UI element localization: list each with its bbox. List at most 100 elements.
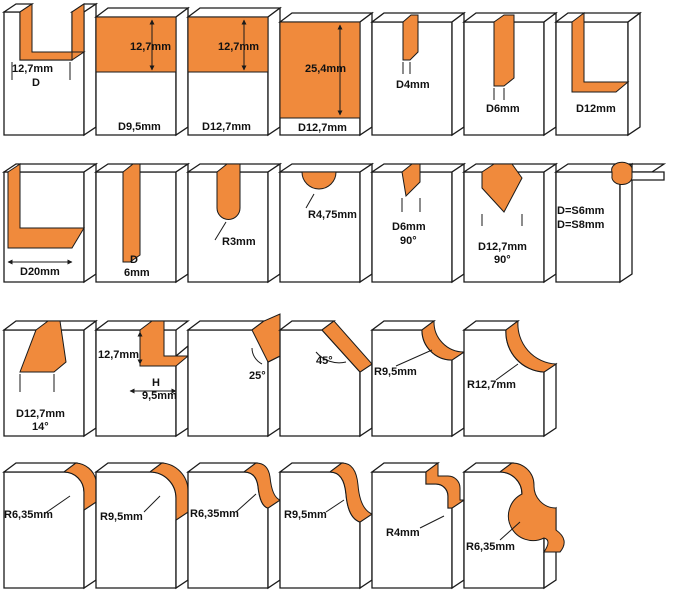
dim-label: 14° [32, 421, 49, 433]
leader-line [143, 495, 161, 513]
cut-face [216, 163, 241, 220]
dim-label: D12,7mm [478, 241, 527, 253]
dim-label: D [32, 77, 40, 89]
cut-face [122, 163, 141, 263]
leader-line [395, 349, 433, 367]
dim-label: D6mm [486, 103, 520, 115]
leader-line [305, 193, 315, 209]
dim-label: R9,5mm [100, 511, 143, 523]
leader-line [43, 495, 71, 515]
block-side [451, 162, 465, 284]
cut-face [481, 163, 523, 213]
dim-label: D=S6mm [557, 205, 605, 217]
profile-rebate-12: D12mm [554, 11, 642, 137]
cut-face [62, 462, 97, 511]
block-side [267, 162, 281, 284]
dim-label: 90° [494, 254, 511, 266]
dim-label: D20mm [20, 266, 60, 278]
dim-label: H [152, 377, 160, 389]
dim-label: R9,5mm [284, 509, 327, 521]
block-side [175, 6, 189, 137]
profile-cove-12-7: R12,7mm [462, 319, 558, 438]
dim-label: R12,7mm [467, 379, 516, 391]
block-side [451, 498, 465, 590]
cut-face [19, 3, 86, 61]
leader-line [419, 515, 445, 529]
leader-line [214, 221, 227, 241]
profile-ogee-6-35: R6,35mm [186, 462, 282, 590]
block-side [175, 510, 189, 590]
dim-label: 12,7mm [98, 349, 139, 361]
block-top [554, 12, 642, 23]
block-side [359, 362, 373, 438]
dim-label: 12,7mm [12, 63, 53, 75]
block-top [277, 163, 375, 173]
dim-label: D12,7mm [298, 122, 347, 134]
cut-face [611, 161, 633, 186]
profile-roundover-9-5: R9,5mm [94, 462, 189, 590]
dim-label: D=S8mm [557, 219, 605, 231]
leader-line [499, 521, 521, 541]
block-outline [3, 471, 85, 589]
profile-cove-9-5: R9,5mm [370, 319, 466, 438]
angle-arc [315, 351, 347, 364]
cut-face [498, 462, 565, 553]
block-top [278, 12, 374, 23]
profile-groove-6: D6mm [462, 11, 558, 137]
leader-line [235, 493, 257, 513]
row-2: D20mm D 6mm R3mm R4,75mm [1, 161, 667, 284]
block-top [186, 320, 266, 331]
leader-line [495, 363, 519, 381]
block-side [543, 11, 557, 137]
row-3: D12,7mm 14° 12,7mm H 9,5mm 25° [2, 313, 558, 438]
profile-dovetail-14: D12,7mm 14° [2, 319, 98, 438]
block-side [359, 162, 373, 284]
block-side [83, 162, 97, 284]
row-4: R6,35mm R9,5mm R6,35mm R9,5mm [2, 462, 565, 590]
dim-label: R3mm [222, 236, 256, 248]
block-side [359, 512, 373, 590]
profile-bead-4: R4mm [370, 462, 466, 590]
dim-label: 90° [400, 235, 417, 247]
leader-line [325, 499, 345, 513]
block-outline [187, 329, 269, 437]
dim-label: D12mm [576, 103, 616, 115]
cut-face [187, 16, 269, 73]
profile-chamfer-45: 45° [278, 320, 373, 438]
block-side [451, 350, 465, 438]
block-side [83, 500, 97, 590]
profile-vgroove-6: D6mm 90° [369, 162, 467, 284]
row-1: 12,7mm D 12,7mm D9,5mm 12,7mm D12,7mm [1, 2, 642, 137]
block-side [543, 162, 557, 284]
profile-slot-cutter: D=S6mm D=S8mm [553, 161, 667, 284]
dim-label: D4mm [396, 79, 430, 91]
dim-label: 25° [249, 370, 266, 382]
block-side [267, 498, 281, 590]
block-outline [187, 471, 269, 589]
profile-rebate-9-5: 12,7mm D9,5mm [94, 6, 190, 137]
dim-label: R4mm [386, 527, 420, 539]
cut-face [7, 163, 85, 249]
profile-rebate-12-7: 12,7mm D12,7mm [186, 6, 282, 137]
cut-face [571, 12, 630, 93]
block-side [451, 11, 465, 137]
profile-groove-d-6: D 6mm [93, 162, 191, 284]
dim-label: D12,7mm [202, 121, 251, 133]
block-top [553, 163, 667, 173]
block-side [267, 354, 281, 438]
angle-arc [251, 347, 263, 365]
dim-label: 6mm [124, 267, 150, 279]
block-top [94, 7, 190, 18]
block-side [175, 162, 189, 284]
profile-rabbet-h: 12,7mm H 9,5mm [94, 320, 190, 438]
dim-label: 25,4mm [305, 63, 346, 75]
dim-label: R6,35mm [4, 509, 53, 521]
profile-groove-4: D4mm [370, 11, 466, 137]
dim-label: D12,7mm [16, 408, 65, 420]
dim-label: 45° [316, 355, 333, 367]
dim-label: R4,75mm [308, 209, 357, 221]
cut-face [301, 171, 337, 190]
dim-label: D6mm [392, 221, 426, 233]
block-side [627, 11, 641, 137]
